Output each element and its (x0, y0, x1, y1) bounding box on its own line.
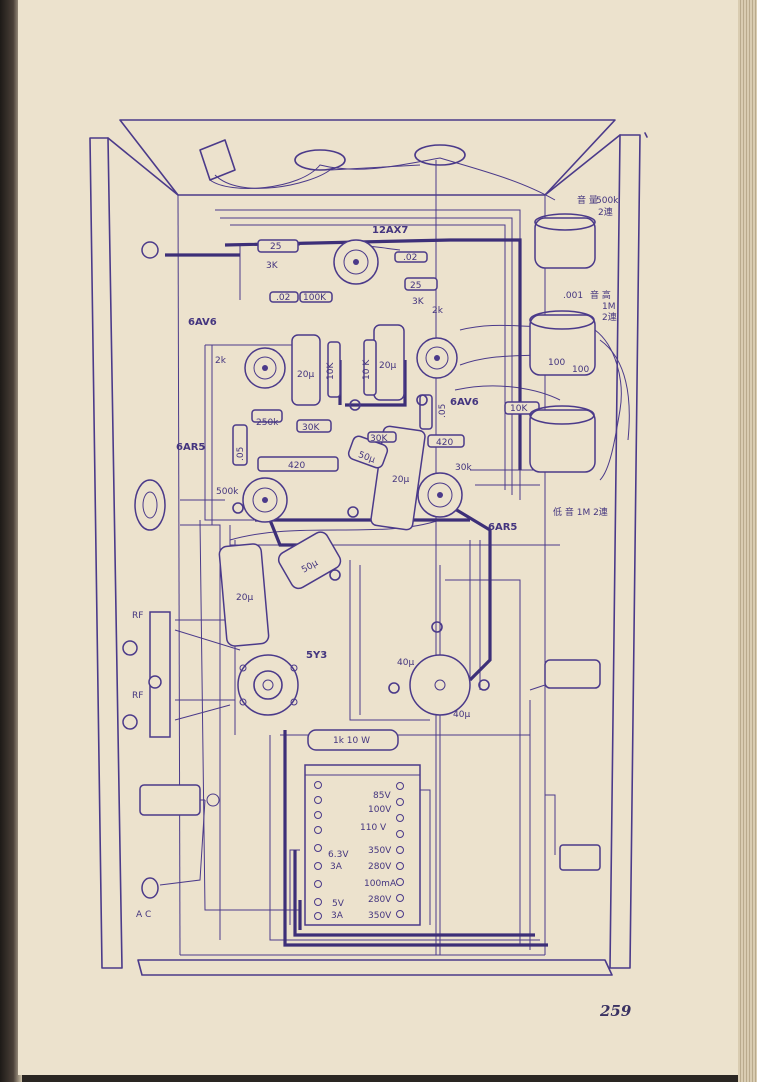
label-r2k-right: 2k (432, 306, 444, 316)
label-rf-top: RF (132, 611, 143, 621)
tube-6av6-right (416, 337, 458, 379)
label-tone: 音 高 (590, 289, 611, 301)
tube-6ar5-right (417, 472, 463, 518)
label-5v-3a: 3A (331, 911, 344, 921)
label-c02-left: .02 (276, 293, 290, 303)
label-tap-100ma: 100mA (364, 879, 397, 889)
potentiometers (529, 213, 630, 481)
label-r3k-top: 3K (266, 261, 279, 271)
label-volume-gang: 2連 (598, 206, 613, 218)
label-tap-280v-b: 280V (368, 895, 392, 905)
label-c05-left: .05 (236, 447, 246, 461)
label-tap-100v: 100V (368, 805, 392, 815)
label-bass: 低 音 1M 2連 (553, 506, 608, 518)
label-c20u-center: 20μ (392, 475, 409, 485)
rear-panel-parts (199, 139, 556, 201)
label-c05-right: .05 (438, 404, 448, 418)
label-5v: 5V (332, 899, 345, 909)
label-r30-side: 30k (455, 463, 472, 473)
label-r2k-left: 2k (215, 356, 227, 366)
label-r25-right: 25 (410, 281, 421, 291)
resistors (232, 239, 540, 751)
page-number: 259 (599, 1002, 632, 1020)
label-c02-right: .02 (403, 253, 417, 263)
label-tap-350v-a: 350V (368, 846, 392, 856)
label-r30k-a: 30K (302, 423, 320, 433)
label-r420-b: 420 (436, 438, 453, 448)
label-tone-cap: .001 (563, 291, 583, 301)
label-volume: 音 量 (577, 194, 598, 206)
label-c100-b: 100 (572, 365, 589, 375)
page-edges (738, 0, 757, 1082)
label-tap-350v-b: 350V (368, 911, 392, 921)
label-r500k: 500k (216, 487, 239, 497)
tube-12ax7 (333, 239, 379, 285)
heavy-wires (165, 238, 548, 947)
label-r10k-c: 10K (510, 404, 528, 414)
label-r30k-b: 30K (370, 434, 388, 444)
label-6ar5-left: 6AR5 (176, 442, 205, 453)
book-spine (0, 0, 22, 1082)
terminals (232, 394, 490, 694)
label-r250k: 250k (256, 418, 279, 428)
label-6ar5-right: 6AR5 (488, 522, 517, 533)
electrolytic-capacitors (218, 324, 471, 716)
label-tap-110v: 110 V (360, 823, 387, 833)
tube-6av6-left (244, 347, 286, 389)
label-5y3: 5Y3 (306, 650, 327, 661)
label-c20u-a: 20μ (297, 370, 314, 380)
label-ac: A C (136, 910, 151, 920)
label-tap-280v-a: 280V (368, 862, 392, 872)
label-r25-top: 25 (270, 242, 281, 252)
label-r100k: 100K (303, 293, 327, 303)
jacks-left (122, 241, 220, 899)
label-r10k-b: 10 K (362, 359, 372, 380)
label-tone-gang: 2連 (602, 311, 617, 323)
label-tap-85v: 85V (373, 791, 391, 801)
label-c40u-bottom: 40μ (453, 710, 470, 720)
label-c40u-top: 40μ (397, 658, 414, 668)
label-6av6-right: 6AV6 (450, 397, 479, 408)
jacks-right (544, 659, 601, 871)
label-rf-bottom: RF (132, 691, 143, 701)
tube-5y3 (237, 654, 299, 716)
label-6v3-3a: 3A (330, 862, 343, 872)
label-tone-pot: 1M (602, 302, 616, 312)
tube-6ar5-left (242, 477, 288, 523)
label-c20u-b: 20μ (379, 361, 396, 371)
label-r3k-right: 3K (412, 297, 425, 307)
label-r1k10w: 1k 10 W (333, 736, 370, 746)
labels: 12AX7 6AV6 6AV6 6AR5 6AR5 5Y3 音 量 500k 2… (132, 194, 632, 1020)
label-6av6-left: 6AV6 (188, 317, 217, 328)
label-6v3: 6.3V (328, 850, 349, 860)
power-transformer (304, 764, 421, 926)
label-r420-a: 420 (288, 461, 305, 471)
label-r10k-a: 10K (326, 362, 336, 380)
label-c20u-bottom: 20μ (236, 593, 253, 603)
label-volume-value: 500k (596, 196, 619, 206)
label-12ax7: 12AX7 (372, 225, 408, 236)
label-c100-a: 100 (548, 358, 565, 368)
